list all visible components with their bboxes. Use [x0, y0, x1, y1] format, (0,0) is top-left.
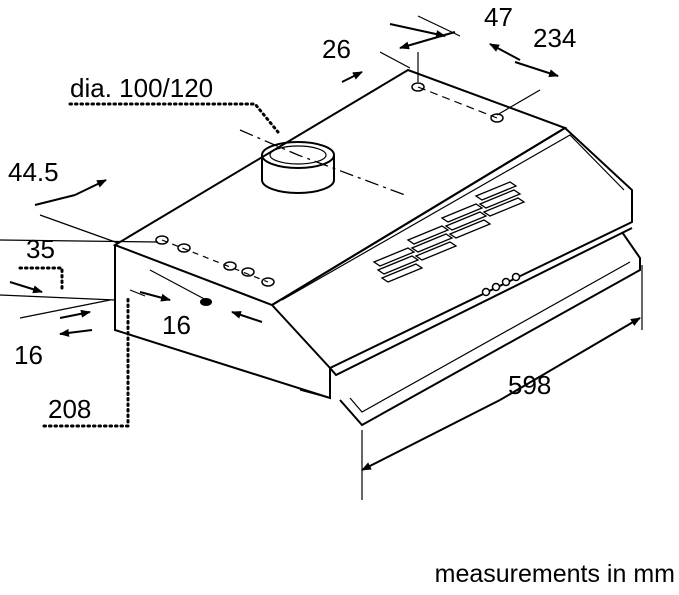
label-208: 208	[48, 394, 91, 424]
label-44-5: 44.5	[8, 157, 59, 187]
cable-hole	[200, 298, 212, 306]
side-mounting-holes	[155, 235, 275, 306]
hood-left-face	[114, 245, 331, 400]
units-caption: measurements in mm	[434, 560, 675, 588]
label-16-left: 16	[14, 340, 43, 370]
label-16-center: 16	[162, 310, 191, 340]
hood-filter-tray-inner	[349, 261, 631, 413]
label-598: 598	[508, 370, 551, 400]
dia-leader-dotted	[68, 102, 280, 134]
hood-filter-tray	[339, 231, 641, 427]
hood-front-face	[271, 126, 633, 369]
control-button	[491, 282, 501, 292]
control-buttons	[481, 272, 521, 297]
hood-front-inner-edge	[281, 134, 625, 301]
grille-vents	[372, 181, 526, 283]
d208-leader-dotted	[42, 296, 130, 428]
d35-leader-dotted	[18, 266, 64, 294]
label-47: 47	[484, 2, 513, 32]
dimension-lines	[0, 15, 643, 500]
label-dia: dia. 100/120	[70, 73, 213, 103]
hood-front-lip	[329, 227, 633, 377]
exhaust-duct-collar	[261, 141, 335, 194]
label-234: 234	[533, 23, 576, 53]
duct-centerline	[239, 129, 406, 196]
control-button	[481, 287, 491, 297]
label-26: 26	[322, 34, 351, 64]
control-button	[501, 277, 511, 287]
hood-body	[112, 68, 641, 427]
top-mounting-holes	[411, 82, 504, 123]
label-35: 35	[26, 234, 55, 264]
control-button	[511, 272, 521, 282]
